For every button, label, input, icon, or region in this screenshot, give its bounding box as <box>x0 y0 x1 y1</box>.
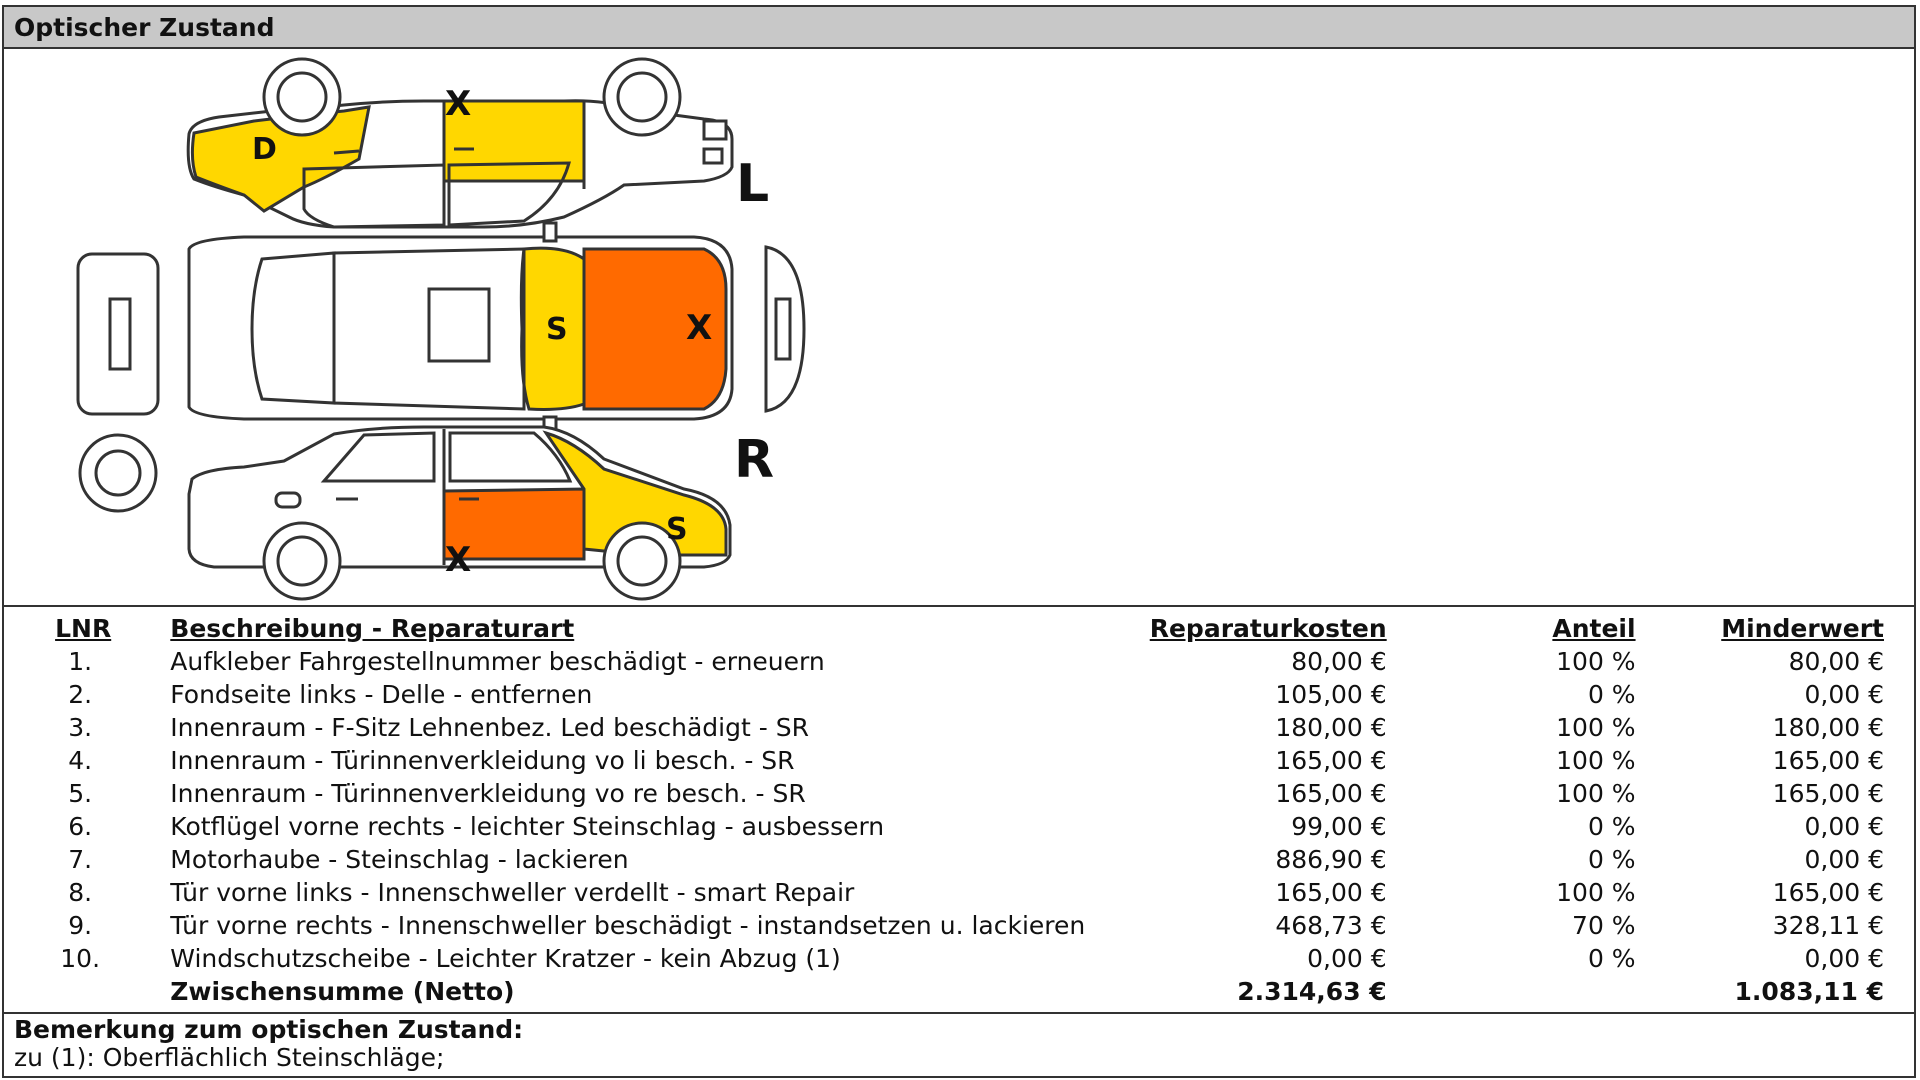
row-cost: 105,00 € <box>1275 680 1387 709</box>
row-lnr: 9. <box>68 911 93 940</box>
side-right-label: R <box>734 430 774 490</box>
remarks-section: Bemerkung zum optischen Zustand: zu (1):… <box>4 1012 1914 1076</box>
row-share: 100 % <box>1556 779 1636 808</box>
header-minderwert: Minderwert <box>1721 613 1884 643</box>
row-cost: 80,00 € <box>1291 647 1387 676</box>
car-left-side-view <box>186 57 734 229</box>
table-header-row: LNR Beschreibung - Reparaturart Reparatu… <box>4 611 1914 645</box>
row-minderwert: 0,00 € <box>1804 944 1884 973</box>
row-minderwert: 165,00 € <box>1772 779 1884 808</box>
row-description: Innenraum - F-Sitz Lehnenbez. Led beschä… <box>170 713 809 742</box>
subtotal-row: Zwischensumme (Netto) 2.314,63 € 1.083,1… <box>4 975 1914 1008</box>
table-row: 1. Aufkleber Fahrgestellnummer beschädig… <box>4 645 1914 678</box>
row-description: Motorhaube - Steinschlag - lackieren <box>170 845 629 874</box>
row-minderwert: 180,00 € <box>1772 713 1884 742</box>
row-cost: 165,00 € <box>1275 779 1387 808</box>
marker-left-front-door: X <box>445 84 471 124</box>
table-row: 5. Innenraum - Türinnenverkleidung vo re… <box>4 777 1914 810</box>
optical-condition-sheet: Optischer Zustand <box>2 5 1916 1078</box>
table-row: 6. Kotflügel vorne rechts - leichter Ste… <box>4 810 1914 843</box>
marker-top-windshield: S <box>546 312 568 347</box>
row-share: 100 % <box>1556 878 1636 907</box>
header-cost: Reparaturkosten <box>1149 613 1387 643</box>
row-share: 0 % <box>1587 812 1636 841</box>
row-description: Innenraum - Türinnenverkleidung vo re be… <box>170 779 806 808</box>
table-row: 4. Innenraum - Türinnenverkleidung vo li… <box>4 744 1914 777</box>
row-share: 100 % <box>1556 647 1636 676</box>
section-title: Optischer Zustand <box>4 7 1914 49</box>
table-row: 9. Tür vorne rechts - Innenschweller bes… <box>4 909 1914 942</box>
row-lnr: 1. <box>68 647 93 676</box>
row-lnr: 7. <box>68 845 93 874</box>
repair-items-table: LNR Beschreibung - Reparaturart Reparatu… <box>4 611 1914 1008</box>
subtotal-minderwert: 1.083,11 € <box>1734 977 1884 1006</box>
row-share: 100 % <box>1556 713 1636 742</box>
row-share: 70 % <box>1572 911 1636 940</box>
car-top-view <box>76 221 806 437</box>
row-lnr: 4. <box>68 746 93 775</box>
row-minderwert: 328,11 € <box>1772 911 1884 940</box>
row-minderwert: 0,00 € <box>1804 680 1884 709</box>
row-description: Windschutzscheibe - Leichter Kratzer - k… <box>170 944 841 973</box>
row-lnr: 6. <box>68 812 93 841</box>
header-lnr: LNR <box>55 613 112 643</box>
row-share: 0 % <box>1587 845 1636 874</box>
row-cost: 0,00 € <box>1307 944 1387 973</box>
row-share: 0 % <box>1587 680 1636 709</box>
row-lnr: 2. <box>68 680 93 709</box>
subtotal-cost: 2.314,63 € <box>1237 977 1387 1006</box>
row-description: Innenraum - Türinnenverkleidung vo li be… <box>170 746 795 775</box>
marker-top-hood: X <box>686 308 712 348</box>
table-row: 10. Windschutzscheibe - Leichter Kratzer… <box>4 942 1914 975</box>
row-minderwert: 80,00 € <box>1788 647 1884 676</box>
row-minderwert: 165,00 € <box>1772 878 1884 907</box>
header-share: Anteil <box>1552 613 1636 643</box>
row-description: Kotflügel vorne rechts - leichter Steins… <box>170 812 885 841</box>
row-cost: 165,00 € <box>1275 746 1387 775</box>
row-description: Fondseite links - Delle - entfernen <box>170 680 593 709</box>
row-description: Aufkleber Fahrgestellnummer beschädigt -… <box>170 647 825 676</box>
vehicle-diagram-svg: D X S X X S L R <box>76 57 806 601</box>
marker-right-front-door: X <box>445 540 471 580</box>
marker-right-front-fender: S <box>666 512 688 547</box>
row-lnr: 3. <box>68 713 93 742</box>
table-row: 3. Innenraum - F-Sitz Lehnenbez. Led bes… <box>4 711 1914 744</box>
row-cost: 886,90 € <box>1275 845 1387 874</box>
row-minderwert: 0,00 € <box>1804 845 1884 874</box>
row-lnr: 10. <box>60 944 101 973</box>
remarks-title: Bemerkung zum optischen Zustand: <box>14 1015 524 1044</box>
row-share: 100 % <box>1556 746 1636 775</box>
header-description: Beschreibung - Reparaturart <box>170 613 575 643</box>
car-right-side-view <box>78 425 732 601</box>
row-cost: 165,00 € <box>1275 878 1387 907</box>
row-cost: 468,73 € <box>1275 911 1387 940</box>
vehicle-damage-diagram: D X S X X S L R <box>4 49 1914 607</box>
subtotal-label: Zwischensumme (Netto) <box>170 977 515 1006</box>
row-description: Tür vorne rechts - Innenschweller beschä… <box>170 911 1086 940</box>
table-row: 8. Tür vorne links - Innenschweller verd… <box>4 876 1914 909</box>
row-cost: 99,00 € <box>1291 812 1387 841</box>
marker-left-rear-fender: D <box>252 132 277 167</box>
row-description: Tür vorne links - Innenschweller verdell… <box>170 878 855 907</box>
row-minderwert: 0,00 € <box>1804 812 1884 841</box>
row-lnr: 5. <box>68 779 93 808</box>
side-left-label: L <box>736 154 769 214</box>
row-share: 0 % <box>1587 944 1636 973</box>
table-row: 2. Fondseite links - Delle - entfernen 1… <box>4 678 1914 711</box>
row-lnr: 8. <box>68 878 93 907</box>
table-row: 7. Motorhaube - Steinschlag - lackieren … <box>4 843 1914 876</box>
remarks-text: zu (1): Oberflächlich Steinschläge; <box>14 1043 445 1072</box>
row-minderwert: 165,00 € <box>1772 746 1884 775</box>
row-cost: 180,00 € <box>1275 713 1387 742</box>
